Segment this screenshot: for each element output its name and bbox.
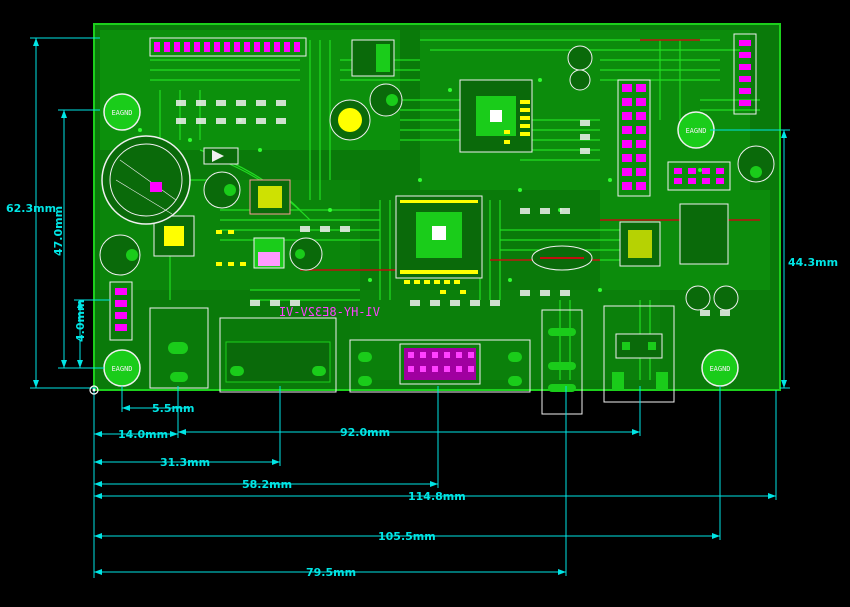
mount-hole-top-right: EAGND [677,111,715,149]
capacitor-round-7 [685,285,739,311]
crystal-oscillator [531,245,593,271]
mount-hole-label: EAGND [111,109,132,117]
dim-label-5-5: 5.5mm [152,402,194,415]
connector-vga [349,339,531,393]
board-silk-marking: V1-HY-8E32V-VI [279,305,380,319]
dim-label-79-5: 79.5mm [306,566,356,579]
inductor-pink [253,237,285,269]
mount-hole-bottom-left: EAGND [103,349,141,387]
capacitor-round-8 [567,45,593,91]
ic-power-reg-1 [153,215,195,257]
capacitor-round-1 [99,234,141,276]
ic-power-reg-2 [249,179,291,215]
connector-usb [603,305,675,403]
dimension-arrows [33,38,787,575]
smd-parts [176,100,730,316]
connector-left-small [109,281,133,341]
capacitor-round-3 [369,83,403,117]
diode-small [203,147,239,165]
dim-label-114-8: 114.8mm [408,490,466,503]
ic-right-buffer [679,203,729,265]
mount-hole-bottom-right: EAGND [701,349,739,387]
dim-label-height-total: 62.3mm [6,202,56,215]
ic-right-driver [619,221,661,267]
ic-main-processor [395,195,483,284]
origin-marker [89,385,99,395]
connector-audio [541,309,583,415]
capacitor-round-5 [289,237,323,271]
mount-hole-label: EAGND [685,127,706,135]
dim-label-105-5: 105.5mm [378,530,436,543]
connector-far-right [733,33,757,115]
capacitor-round-2 [329,99,371,141]
mount-hole-label: EAGND [111,365,132,373]
connector-right-header [617,79,651,197]
dim-label-height-small: 4.0mm [74,300,87,342]
connector-dc-jack [149,307,209,389]
yellow-pads [216,130,510,294]
pcb-board: EAGND EAGND EAGND EAGND [93,23,781,415]
ic-upper-controller [459,79,533,153]
dim-label-31-3: 31.3mm [160,456,210,469]
connector-top-header [149,37,307,57]
connector-hdmi [219,317,337,393]
dim-label-height-inner: 47.0mm [52,206,65,256]
mount-hole-top-left: EAGND [103,93,141,131]
capacitor-round-4 [203,171,241,209]
capacitor-large [101,135,191,225]
dim-label-14-0: 14.0mm [118,428,168,441]
capacitor-round-6 [737,145,775,183]
dim-label-92-0: 92.0mm [340,426,390,439]
connector-mid-right [667,161,731,191]
diode-bridge [351,39,395,77]
connector-bottom-center [399,343,481,385]
dimension-lines [30,37,790,578]
mount-hole-label: EAGND [709,365,730,373]
dim-label-58-2: 58.2mm [242,478,292,491]
dim-label-height-right: 44.3mm [788,256,838,269]
